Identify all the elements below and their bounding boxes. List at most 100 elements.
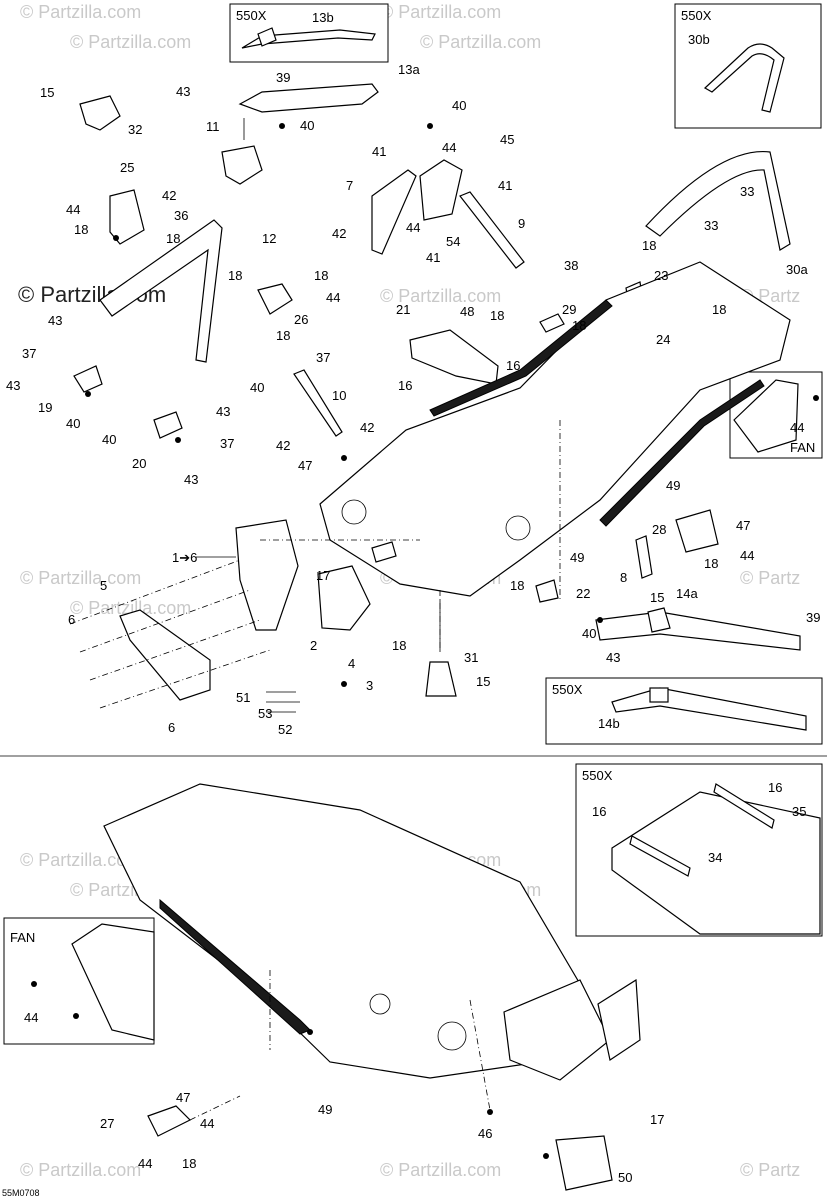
callout-44: 44 [66,202,80,217]
callout-18: 18 [572,318,586,333]
bracket-28 [675,509,719,553]
callout-30a: 30a [786,262,808,277]
watermark: © Partzilla.com [420,32,541,52]
watermark: © Partzilla.com [20,850,141,870]
callout-40: 40 [452,98,466,113]
bracket-1to6 [235,519,299,631]
part-29 [539,313,565,333]
callout-37: 37 [220,436,234,451]
callout-44: 44 [200,1116,214,1131]
bracket-26 [257,283,293,315]
callout-23: 23 [654,268,668,283]
callout-17: 17 [316,568,330,583]
chassis-tunnel [319,261,791,597]
watermark: © Partzilla.com [380,1160,501,1180]
callout-48: 48 [460,304,474,319]
callout-33: 33 [740,184,754,199]
handle-30b [703,43,785,113]
inset-550x-30b: 550X [674,3,822,129]
callout-47: 47 [736,518,750,533]
callout-18: 18 [510,578,524,593]
callout-44: 44 [326,290,340,305]
callout-21: 21 [396,302,410,317]
callout-43: 43 [6,378,20,393]
callout-47: 47 [298,458,312,473]
side-panel [71,923,155,1041]
callout-7: 7 [346,178,353,193]
callout-18: 18 [276,328,290,343]
bracket-17 [317,565,371,631]
callout-47: 47 [176,1090,190,1105]
callout-49: 49 [318,1102,332,1117]
watermark: © Partzilla.com [20,568,141,588]
callout-45: 45 [500,132,514,147]
bracket-25 [109,189,145,245]
callout-18: 18 [74,222,88,237]
callout-33: 33 [704,218,718,233]
callout-53: 53 [258,706,272,721]
bracket-20 [153,411,183,439]
nut [341,455,347,461]
reference-code: 55M0708 [2,1188,40,1198]
callout-50: 50 [618,1170,632,1185]
watermark: © Partzilla.com [20,2,141,22]
bracket-32 [79,95,121,131]
callout-18: 18 [182,1156,196,1171]
bolts-51-53 [266,691,300,713]
callout-17: 17 [650,1112,664,1127]
callout-37: 37 [22,346,36,361]
inset-title: FAN [10,930,35,945]
callout-41: 41 [498,178,512,193]
callout-40: 40 [300,118,314,133]
plate-5 [119,609,211,701]
callout-14a: 14a [676,586,698,601]
nut [341,681,347,687]
callout-4: 4 [348,656,355,671]
nut [813,395,819,401]
callout-43: 43 [48,313,62,328]
inset-frame [674,3,822,129]
inset-title: 550X [681,8,712,23]
callout-24: 24 [656,332,670,347]
nut [307,1029,313,1035]
chassis-rail-edge [159,898,311,1035]
nut [85,391,91,397]
callout-44: 44 [138,1156,152,1171]
callout-19: 19 [38,400,52,415]
nut [487,1109,493,1115]
callout-13b: 13b [312,10,334,25]
callout-25: 25 [120,160,134,175]
chassis-bracket [371,541,397,563]
callout-44: 44 [406,220,420,235]
frame-section [611,791,821,935]
callout-2: 2 [310,638,317,653]
leader-lines [69,118,561,1121]
callout-46: 46 [478,1126,492,1141]
callout-18: 18 [228,268,242,283]
rail-13a [238,83,379,113]
bracket-11 [221,145,263,185]
callout-34: 34 [708,850,722,865]
callout-32: 32 [128,122,142,137]
callout-10: 10 [332,388,346,403]
dash-leader [189,970,491,1121]
part-22 [535,579,559,603]
arm-9 [459,191,525,269]
watermark: © Partzilla.com [380,2,501,22]
part-31 [425,661,457,697]
fasteners [31,123,819,1159]
callout-6: 6 [168,720,175,735]
callout-15: 15 [650,590,664,605]
callout-38: 38 [564,258,578,273]
rail-13b [241,29,376,49]
a-frame-12 [99,219,223,363]
callout-18: 18 [166,231,180,246]
bracket [647,607,671,633]
callout-3: 3 [366,678,373,693]
bracket-27 [147,1105,192,1137]
watermark: © Partz [740,1160,800,1180]
callout-6: 6 [68,612,75,627]
nut [279,123,285,129]
handle-30a [645,150,791,251]
